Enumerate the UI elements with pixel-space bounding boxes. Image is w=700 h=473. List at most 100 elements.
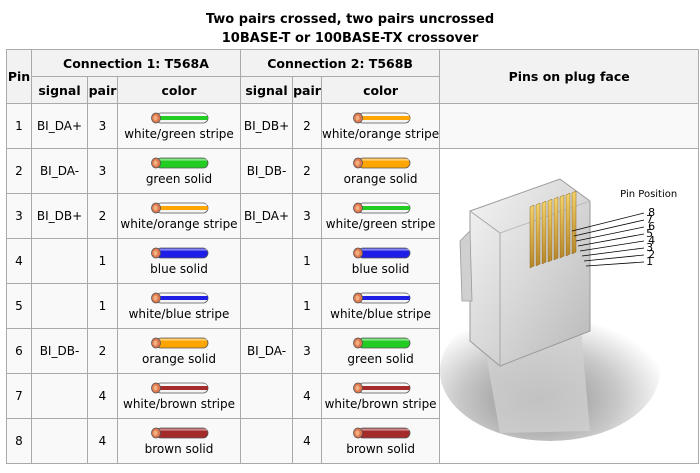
wire-color-label: white/brown stripe	[123, 397, 235, 411]
pair-t568a: 3	[87, 103, 118, 149]
pair-t568a: 2	[87, 193, 118, 239]
wire-icon	[352, 247, 410, 259]
header-color-1: color	[117, 76, 241, 104]
pin-number: 7	[6, 373, 32, 419]
wire-color-label: white/orange stripe	[120, 217, 238, 231]
wire-icon	[151, 337, 209, 349]
caption-line-1: Two pairs crossed, two pairs uncrossed	[205, 12, 495, 27]
pin-number: 2	[6, 148, 32, 194]
wire-icon	[352, 427, 410, 439]
wire-color-label: white/brown stripe	[324, 397, 437, 411]
wire-color-cell: white/green stripe	[117, 103, 241, 149]
wire-icon	[151, 382, 209, 394]
table-caption: Two pairs crossed, two pairs uncrossed 1…	[0, 10, 700, 48]
wire-icon	[151, 112, 209, 124]
header-pair-1: pair	[87, 76, 118, 104]
wire-icon	[352, 202, 410, 214]
wire-color-label: brown solid	[346, 442, 415, 456]
wire-color-cell: brown solid	[320, 418, 441, 464]
wire-color-label: green solid	[145, 172, 213, 186]
signal-t568a: BI_DA+	[31, 103, 88, 149]
wire-color-label: white/green stripe	[325, 217, 436, 231]
wire-color-cell: white/brown stripe	[117, 373, 241, 419]
pair-t568b: 3	[292, 328, 322, 374]
signal-t568b	[240, 418, 293, 464]
pair-t568a: 3	[87, 148, 118, 194]
pin-number-label: 6	[648, 220, 656, 233]
pair-t568b: 4	[292, 418, 322, 464]
pair-t568b: 1	[292, 283, 322, 329]
header-pin: Pin	[6, 49, 32, 104]
pin-number-label: 7	[646, 213, 654, 226]
table-row: 4 1 blue solid 1 blue solid	[6, 238, 699, 284]
pin-position-label: Pin Position	[620, 189, 678, 200]
wire-color-label: green solid	[347, 352, 414, 366]
rj45-plug-icon	[440, 178, 661, 441]
pair-t568b: 2	[292, 148, 322, 194]
pin-number: 8	[6, 418, 32, 464]
pair-t568b: 1	[292, 238, 322, 284]
signal-t568a: BI_DB+	[31, 193, 88, 239]
wire-icon	[352, 382, 410, 394]
wire-color-cell: blue solid	[117, 238, 241, 284]
wire-color-label: orange solid	[343, 172, 418, 186]
pin-number-label: 8	[648, 206, 656, 219]
signal-t568a	[31, 373, 88, 419]
header-connection-2: Connection 2: T568B	[239, 49, 441, 77]
pin-number-label: 2	[648, 248, 656, 261]
header-signal-2: signal	[240, 76, 293, 104]
wire-color-label: blue solid	[351, 262, 410, 276]
pin-number-label: 5	[646, 227, 654, 240]
signal-t568b	[240, 373, 293, 419]
wire-icon	[352, 112, 410, 124]
wire-icon	[151, 157, 209, 169]
pin-number-label: 4	[648, 234, 656, 247]
signal-t568a	[31, 238, 88, 284]
signal-t568b	[240, 283, 293, 329]
signal-t568b: BI_DB-	[240, 148, 293, 194]
wire-color-label: white/orange stripe	[322, 127, 440, 141]
pair-t568a: 4	[87, 373, 118, 419]
wire-color-cell: green solid	[117, 148, 241, 194]
wire-color-label: white/blue stripe	[330, 307, 432, 321]
wire-color-cell: white/blue stripe	[320, 283, 441, 329]
wire-color-cell: orange solid	[117, 328, 241, 374]
wire-color-cell: white/green stripe	[320, 193, 441, 239]
wire-icon	[151, 427, 209, 439]
pair-t568a: 1	[87, 283, 118, 329]
pin-number-label: 3	[646, 241, 654, 254]
wire-color-label: white/blue stripe	[128, 307, 230, 321]
pin-number: 4	[6, 238, 32, 284]
wiring-table: Pin Connection 1: T568A Connection 2: T5…	[6, 49, 700, 464]
wire-icon	[352, 337, 410, 349]
pair-t568b: 2	[292, 103, 322, 149]
header-pair-2: pair	[292, 76, 322, 104]
plug-face-blank-cell	[439, 103, 700, 149]
wire-color-label: white/green stripe	[124, 127, 234, 141]
pin-number-label: 1	[646, 255, 654, 268]
wire-icon	[151, 247, 209, 259]
wire-color-cell: orange solid	[320, 148, 441, 194]
pin-number: 6	[6, 328, 32, 374]
wire-icon	[352, 157, 410, 169]
header-connection-1: Connection 1: T568A	[31, 49, 241, 77]
pair-t568b: 4	[292, 373, 322, 419]
pair-t568a: 2	[87, 328, 118, 374]
signal-t568b: BI_DB+	[240, 103, 293, 149]
wire-icon	[151, 202, 209, 214]
signal-t568b: BI_DA+	[240, 193, 293, 239]
wire-icon	[352, 292, 410, 304]
header-plug-face: Pins on plug face	[439, 49, 700, 104]
wire-color-label: orange solid	[142, 352, 216, 366]
pin-number: 3	[6, 193, 32, 239]
wire-color-cell: white/brown stripe	[320, 373, 441, 419]
signal-t568b: BI_DA-	[240, 328, 293, 374]
caption-line-2: 10BASE-T or 100BASE-TX crossover	[221, 31, 479, 46]
